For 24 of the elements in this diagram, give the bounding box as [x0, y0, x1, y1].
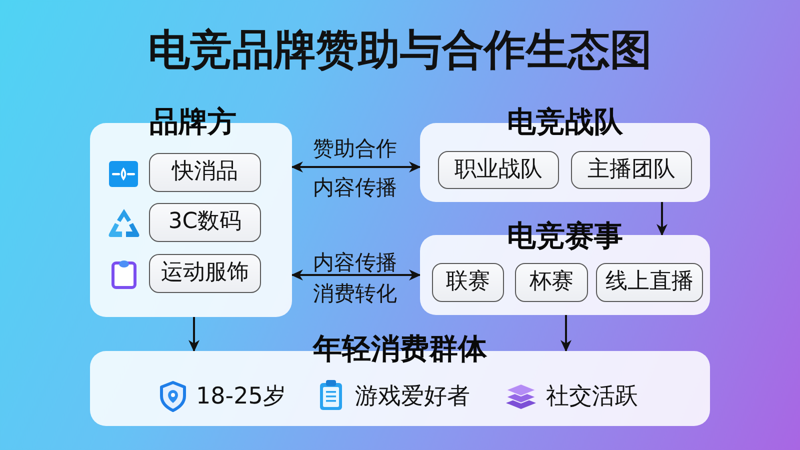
section-heading: 电竞赛事 [507, 222, 623, 250]
section-heading: 电竞战队 [507, 108, 623, 136]
item-label: 社交活跃 [546, 386, 638, 408]
arrow [560, 315, 572, 352]
title: 电竞品牌赞助与合作生态图 [148, 29, 652, 71]
flow-caption: 内容传播 [313, 178, 397, 198]
category-box: 联赛 [432, 263, 504, 302]
section-heading: 年轻消费群体 [313, 334, 487, 364]
category-box: 主播团队 [571, 151, 692, 189]
edge-label: 赞助合作 [313, 138, 397, 160]
arrow [188, 317, 200, 352]
category-box: 杯赛 [515, 263, 588, 302]
category-box: 运动服饰 [149, 254, 261, 293]
double-arrow [291, 162, 421, 172]
item-label: 游戏爱好者 [355, 386, 470, 408]
arrow [656, 202, 668, 236]
edge-label: 内容传播 [313, 252, 397, 274]
double-arrow [291, 270, 421, 280]
item-label: 18-25岁 [196, 386, 286, 408]
category-box: 职业战队 [438, 151, 559, 189]
category-box: 3C数码 [149, 203, 261, 242]
category-box: 快消品 [149, 153, 261, 192]
category-box: 线上直播 [596, 263, 703, 302]
flow-caption: 消费转化 [313, 284, 397, 304]
